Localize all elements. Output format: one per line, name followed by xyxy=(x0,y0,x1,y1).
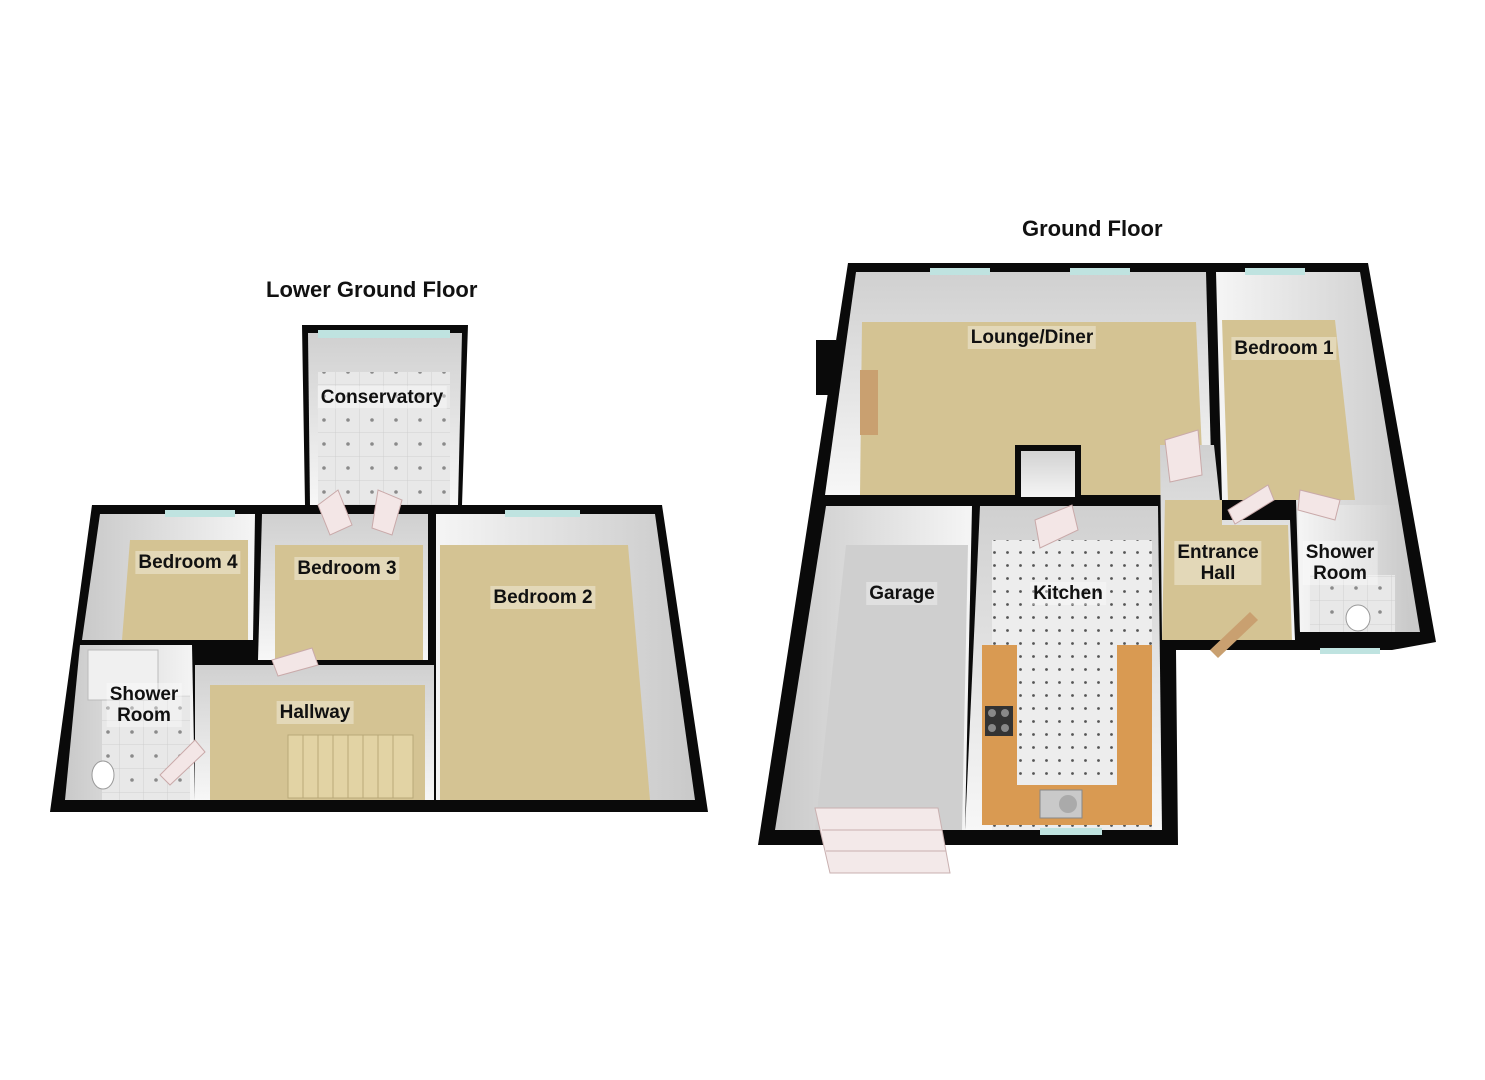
ground-floor-plan xyxy=(758,263,1436,874)
room-label-lower-shower-room: Shower Room xyxy=(106,683,182,727)
room-label-line: Entrance xyxy=(1177,542,1259,563)
conservatory-floor xyxy=(318,372,450,505)
bedroom1-door xyxy=(1227,484,1275,525)
fireplace xyxy=(860,370,878,435)
bedroom3-floor xyxy=(275,545,423,660)
hallway-door xyxy=(271,647,319,677)
chimney-breast xyxy=(816,340,836,395)
room-label-line: Room xyxy=(117,705,171,726)
room-label-line: Shower xyxy=(109,684,179,705)
lower-ground-floor-title: Lower Ground Floor xyxy=(266,277,478,302)
bedroom2-window xyxy=(505,510,580,517)
bedroom4-floor xyxy=(122,540,248,640)
lounge-window-2 xyxy=(1070,268,1130,275)
conservatory-doors xyxy=(317,489,403,536)
bedroom1-floor xyxy=(1222,320,1355,500)
room-label-lounge-diner: Lounge/Diner xyxy=(967,326,1097,349)
lower-ground-floor-plan xyxy=(50,325,708,812)
room-label-conservatory: Conservatory xyxy=(317,386,447,409)
lower-shower-toilet-icon xyxy=(91,760,115,790)
bedroom4-window xyxy=(165,510,235,517)
front-door xyxy=(1210,612,1258,658)
room-label-line: Hall xyxy=(1200,563,1236,584)
kitchen-door xyxy=(1034,504,1079,549)
room-label-bedroom4: Bedroom 4 xyxy=(135,551,241,574)
garage-door xyxy=(814,807,951,874)
lounge-window-1 xyxy=(930,268,990,275)
room-label-line: Shower xyxy=(1305,542,1375,563)
entrance-hall-floor xyxy=(1162,500,1292,640)
bedroom2-floor xyxy=(440,545,650,800)
room-label-bedroom3: Bedroom 3 xyxy=(294,557,400,580)
room-label-ground-shower-room: Shower Room xyxy=(1302,541,1378,585)
room-label-garage: Garage xyxy=(866,582,938,605)
room-label-bedroom1: Bedroom 1 xyxy=(1231,337,1337,360)
garage-floor xyxy=(815,545,968,830)
ground-shower-window xyxy=(1320,648,1380,654)
conservatory-window xyxy=(318,330,450,338)
shower-door xyxy=(159,739,206,786)
kitchen-window xyxy=(1040,828,1102,835)
bedroom1-window xyxy=(1245,268,1305,275)
lounge-diner-floor xyxy=(860,322,1204,495)
sink-icon xyxy=(1039,789,1083,819)
store-cupboard xyxy=(1015,445,1081,503)
kitchen-worktop xyxy=(982,645,1152,825)
hob-icon xyxy=(985,706,1013,736)
shower-room-door xyxy=(1297,489,1341,521)
lower-shower-floor xyxy=(102,695,190,800)
room-label-bedroom2: Bedroom 2 xyxy=(490,586,596,609)
room-label-line: Room xyxy=(1313,563,1367,584)
room-label-kitchen: Kitchen xyxy=(1030,582,1106,605)
room-label-hallway: Hallway xyxy=(276,701,354,724)
ground-floor-title: Ground Floor xyxy=(1022,216,1163,241)
room-label-entrance-hall: Entrance Hall xyxy=(1174,541,1262,585)
lounge-door xyxy=(1164,429,1203,483)
lower-shower-cubicle xyxy=(87,649,159,701)
staircase xyxy=(287,734,414,799)
ground-shower-toilet-icon xyxy=(1345,604,1371,632)
